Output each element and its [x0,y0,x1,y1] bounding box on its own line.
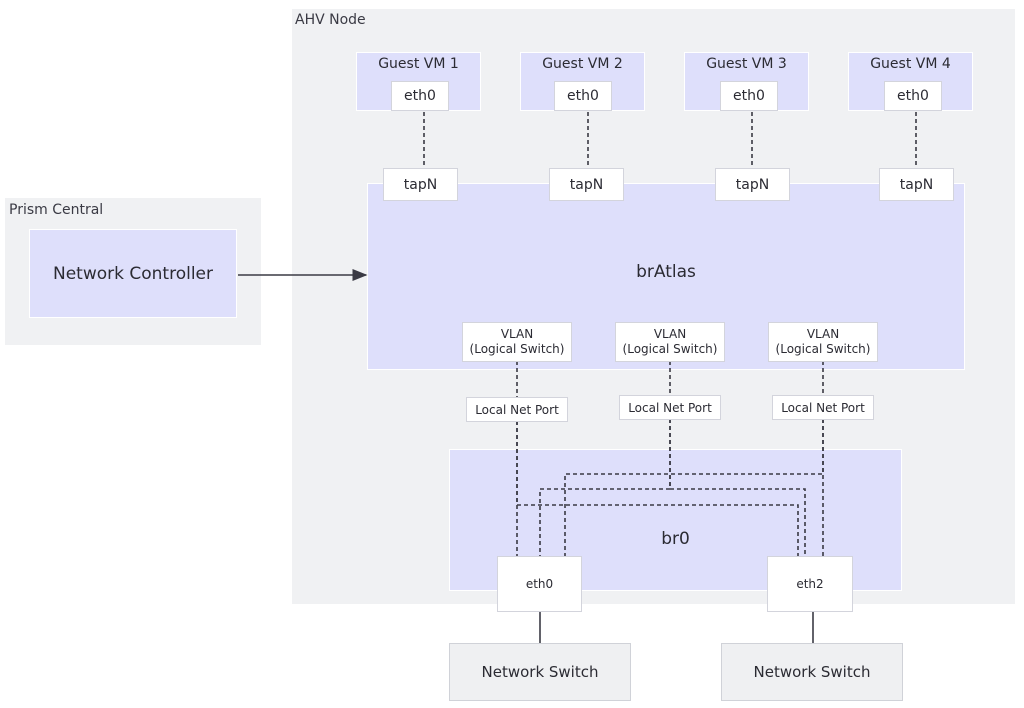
local-net-port-2-label: Local Net Port [628,400,712,415]
network-switch-1-label: Network Switch [481,663,599,681]
guest-vm-3-eth0-label: eth0 [733,88,765,104]
vlan-2-line2: (Logical Switch) [622,342,718,356]
tap-port-2-label: tapN [569,176,604,193]
vlan-2-line1: VLAN [653,327,687,341]
local-net-port-1[interactable]: Local Net Port [466,397,568,422]
vlan-logical-switch-1[interactable]: VLAN (Logical Switch) [462,322,572,362]
tap-port-4-label: tapN [899,176,934,193]
network-switch-2[interactable]: Network Switch [721,643,903,701]
guest-vm-4-eth0-label: eth0 [897,88,929,104]
uplink-eth2-label: eth2 [796,577,824,591]
guest-vm-3-eth0[interactable]: eth0 [720,81,778,111]
tap-port-2[interactable]: tapN [549,168,624,201]
tap-port-4[interactable]: tapN [879,168,954,201]
guest-vm-4-eth0[interactable]: eth0 [884,81,942,111]
vlan-1-line2: (Logical Switch) [469,342,565,356]
network-controller-box[interactable]: Network Controller [29,229,237,318]
bratlas-label: brAtlas [636,261,696,282]
guest-vm-1-eth0-label: eth0 [404,88,436,104]
prism-central-label: Prism Central [9,202,104,218]
guest-vm-4-title: Guest VM 4 [870,56,951,72]
vlan-logical-switch-3[interactable]: VLAN (Logical Switch) [768,322,878,362]
network-switch-1[interactable]: Network Switch [449,643,631,701]
local-net-port-3-label: Local Net Port [781,400,865,415]
local-net-port-3[interactable]: Local Net Port [772,395,874,420]
guest-vm-3-title: Guest VM 3 [706,56,787,72]
br0-label: br0 [661,529,690,549]
network-switch-2-label: Network Switch [753,663,871,681]
tap-port-3[interactable]: tapN [715,168,790,201]
network-controller-label: Network Controller [52,263,213,284]
local-net-port-2[interactable]: Local Net Port [619,395,721,420]
vlan-3-line1: VLAN [806,327,840,341]
guest-vm-1-title: Guest VM 1 [378,56,459,72]
local-net-port-1-label: Local Net Port [475,402,559,417]
tap-port-1[interactable]: tapN [383,168,458,201]
uplink-eth2[interactable]: eth2 [767,556,853,612]
guest-vm-1-eth0[interactable]: eth0 [391,81,449,111]
tap-port-3-label: tapN [735,176,770,193]
tap-port-1-label: tapN [403,176,438,193]
guest-vm-2-eth0[interactable]: eth0 [554,81,612,111]
uplink-eth0-label: eth0 [525,577,554,591]
ahv-node-label: AHV Node [295,12,366,28]
guest-vm-2-eth0-label: eth0 [567,88,599,104]
guest-vm-2-title: Guest VM 2 [542,56,623,72]
vlan-3-line2: (Logical Switch) [775,342,871,356]
vlan-logical-switch-2[interactable]: VLAN (Logical Switch) [615,322,725,362]
vlan-1-line1: VLAN [500,327,534,341]
uplink-eth0[interactable]: eth0 [497,556,582,612]
